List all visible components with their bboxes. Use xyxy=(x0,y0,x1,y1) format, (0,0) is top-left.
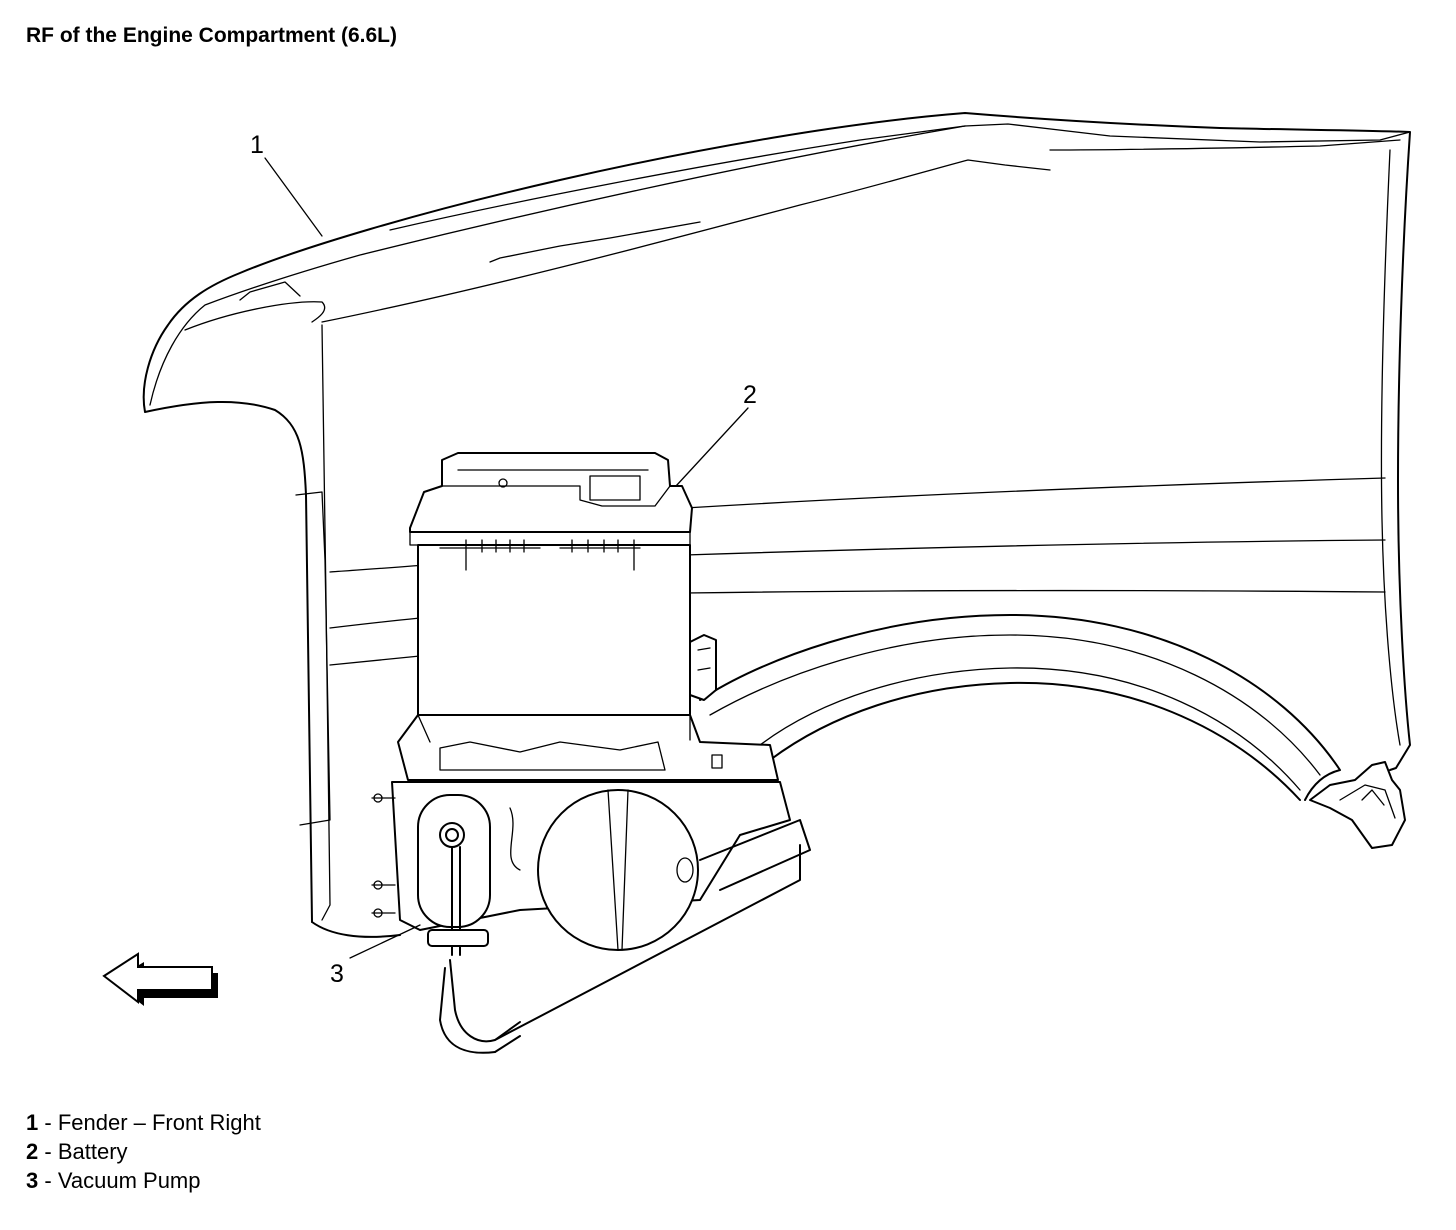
legend: 1 - Fender – Front Right 2 - Battery 3 -… xyxy=(26,1108,261,1195)
callout-1: 1 xyxy=(250,131,264,159)
leader-line-1 xyxy=(264,157,323,237)
diagram-title: RF of the Engine Compartment (6.6L) xyxy=(26,24,398,47)
legend-number: 3 xyxy=(26,1168,39,1193)
legend-label: Fender – Front Right xyxy=(57,1110,261,1135)
callout-3: 3 xyxy=(330,960,344,988)
leader-line-3 xyxy=(349,924,421,959)
legend-separator: - xyxy=(44,1168,52,1193)
legend-separator: - xyxy=(44,1110,52,1135)
vacuum-pump xyxy=(371,781,811,1054)
callout-2: 2 xyxy=(743,381,757,409)
legend-number: 2 xyxy=(26,1139,39,1164)
legend-separator: - xyxy=(44,1139,52,1164)
legend-number: 1 xyxy=(26,1110,39,1135)
battery xyxy=(397,452,779,781)
legend-item: 1 - Fender – Front Right xyxy=(26,1108,261,1137)
legend-label: Battery xyxy=(57,1139,128,1164)
legend-item: 2 - Battery xyxy=(26,1137,261,1166)
legend-item: 3 - Vacuum Pump xyxy=(26,1166,261,1195)
leader-line-2 xyxy=(675,407,749,487)
legend-label: Vacuum Pump xyxy=(57,1168,201,1193)
arrow-left-icon xyxy=(102,952,218,1006)
fender-front-right xyxy=(142,112,1411,938)
